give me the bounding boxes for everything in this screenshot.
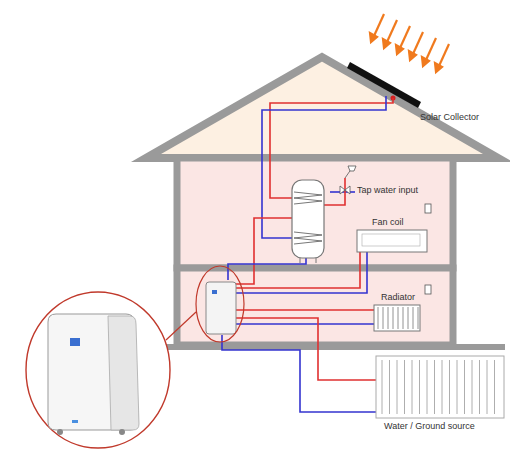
sun-rays [370,14,449,72]
heat-pump-screen [212,290,217,294]
radiator-unit [374,305,420,331]
solar-collector [347,62,421,108]
heat-pump-unit [206,282,236,334]
label-node: Solar Collector [420,112,479,123]
water-tank [292,180,324,263]
pipe-label: Tap water input [357,185,418,196]
label-node: Radiator [381,292,415,303]
fan-coil-unit [357,230,427,252]
upper-floor [177,158,453,268]
node-label: Radiator [381,292,415,303]
label-node: Fan coil [372,217,404,228]
ground-line [140,344,505,350]
thermostat [425,204,431,213]
zoom-circle [196,266,244,342]
roof [146,57,498,158]
zoom-line [166,312,196,340]
node-label: Water / Ground source [384,421,475,432]
node-label: Solar Collector [420,112,479,123]
label-node: Water / Ground source [384,421,475,432]
pipes [222,96,393,412]
node-label: Fan coil [372,217,404,228]
thermostat [425,285,431,294]
lower-floor [177,268,453,345]
ground-loop [376,356,504,418]
inset-circle [26,292,170,448]
tap-fittings [340,166,356,194]
heat-pump-enlarged [48,314,139,435]
